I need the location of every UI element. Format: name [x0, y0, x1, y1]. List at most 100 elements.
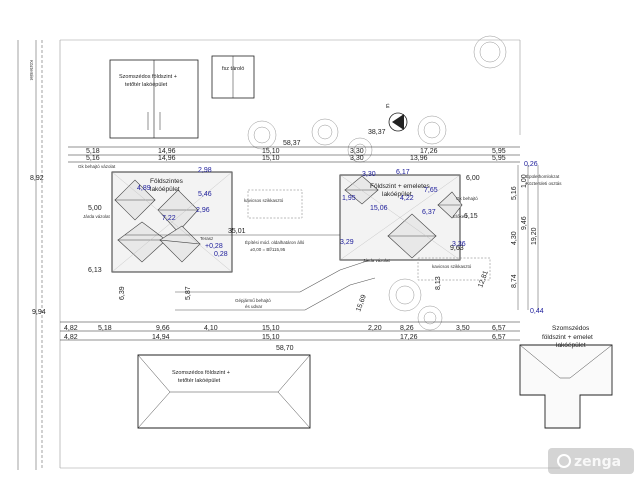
dim-value: 14,96: [158, 155, 176, 162]
bearing-dim: 38,37: [368, 129, 386, 136]
dim-value: 8,13: [435, 276, 442, 290]
terrace-area: +0,28: [205, 243, 223, 250]
dim-value: 3,30: [350, 155, 364, 162]
plot-boundary: [59, 39, 560, 469]
dim-value: 4,82: [64, 325, 78, 332]
dim-value: 9,46: [521, 216, 528, 230]
neighbor-top-left-line2: tetőtér lakóépület: [125, 82, 168, 88]
dim-value: 3,29: [340, 239, 354, 246]
gravel-left-label: kavicsos szikkasztó: [244, 198, 284, 203]
dim-value: 3,30: [362, 171, 376, 178]
inner-dims: 6,13 6,00 5,00 9,94 8,92 15,69 12,81 6,1…: [30, 161, 544, 316]
dim-value: 4,22: [400, 195, 414, 202]
bottom-total-dim: 58,70: [276, 345, 294, 352]
shed: fsz tároló: [211, 55, 255, 99]
neighbor-right-line2: földszint + emelet: [542, 334, 593, 341]
gk-left-label: Gk behajtó vázolat: [78, 164, 116, 169]
dim-value: 8,26: [400, 325, 414, 332]
dim-value: 7,65: [424, 187, 438, 194]
ground-house-line1: Földszintes: [150, 178, 184, 185]
neighbor-right-line1: Szomszédos: [552, 325, 590, 332]
dim-value: 5,16: [511, 186, 518, 200]
dim-value: 0,26: [524, 161, 538, 168]
neighbor-building-bottom-left: Szomszédos földszint + tetőtér lakóépüle…: [137, 354, 311, 429]
dim-value: 3,30: [350, 148, 364, 155]
center-dim: 35,01: [228, 228, 246, 235]
entrance-left: Járda vázolat: [83, 214, 111, 219]
ground-house-line2: lakóépület: [150, 186, 180, 193]
dim-value: 6,57: [492, 325, 506, 332]
bottom-row1-dims: 4,82 5,18 9,66 4,10 15,10 2,20 8,26 3,50…: [64, 325, 506, 332]
dim-value: 15,10: [262, 325, 280, 332]
dim-value: 4,82: [64, 334, 78, 341]
two-floor-line2: lakóépület: [382, 191, 412, 198]
dim-value: 0,44: [530, 308, 544, 315]
garden-label: Előkert: [453, 214, 468, 219]
dim-value: 6,13: [88, 267, 102, 274]
dim-value: 1,95: [342, 195, 356, 202]
dim-value: 5,87: [185, 286, 192, 300]
two-floor-line1: Földszint + emeletes: [370, 183, 431, 190]
right-vertical-dims: 5,16 9,46 19,20 4,30 1,00 8,74: [511, 165, 539, 310]
dim-value: 9,94: [32, 309, 46, 316]
dim-value: 5,46: [198, 191, 212, 198]
dim-value: 3,36: [452, 241, 466, 248]
dim-value: 5,95: [492, 155, 506, 162]
dim-value: 5,95: [492, 148, 506, 155]
dim-value: 8,92: [30, 175, 44, 182]
top-row1-dims: 5,18 14,96 15,10 3,30 17,26 5,95: [86, 148, 506, 155]
height-right-1: Épülethomlokzat: [526, 173, 560, 179]
dim-value: 2,20: [368, 325, 382, 332]
trees-mid: [388, 278, 443, 331]
neighbor-bottom-left-line1: Szomszédos földszint +: [172, 370, 230, 376]
driveway: Gépjármű behajtó és udvar: [175, 259, 376, 311]
dim-value: 4,89: [137, 185, 151, 192]
dim-value: 4,10: [204, 325, 218, 332]
dim-value: 5,18: [86, 148, 100, 155]
dim-value: 6,37: [422, 209, 436, 216]
gravel-area-right: kavicsos szikkasztó: [417, 257, 491, 281]
dim-value: 15,10: [262, 148, 280, 155]
dim-value: 12,81: [477, 270, 490, 289]
dim-value: 5,00: [88, 205, 102, 212]
garage-right-label: Gk behajtó: [456, 196, 478, 201]
dim-value: 1,00: [521, 174, 528, 188]
dim-value: 6,57: [492, 334, 506, 341]
dim-value: 17,26: [420, 148, 438, 155]
top-row2-dims: 5,16 14,96 15,10 3,30 13,96 5,95: [86, 155, 506, 162]
two-floor-house: Földszint + emeletes lakóépület: [339, 174, 463, 261]
neighbor-top-left-line1: Szomszédos földszint +: [119, 74, 177, 80]
shed-label: fsz tároló: [222, 66, 244, 72]
dim-value: 6,17: [396, 169, 410, 176]
dim-value: 9,66: [156, 325, 170, 332]
dim-value: 15,10: [262, 155, 280, 162]
dim-value: 15,10: [262, 334, 280, 341]
dim-value: 6,39: [119, 286, 126, 300]
watermark: zenga: [548, 448, 634, 474]
dim-value: 15,69: [355, 294, 368, 313]
neighbor-building-top-left: Szomszédos földszint + tetőtér lakóépüle…: [109, 59, 199, 139]
dim-value: 8,74: [511, 274, 518, 288]
bottom-row2-dims: 4,82 14,94 15,10 17,26 6,57: [64, 334, 506, 341]
dim-value: 15,06: [370, 205, 388, 212]
dim-value: 5,18: [98, 325, 112, 332]
parking-label-2: és udvar: [245, 304, 263, 309]
neighbor-right-line3: lakóépület: [556, 342, 586, 349]
dim-value: 14,96: [158, 148, 176, 155]
dim-value: 0,28: [214, 251, 228, 258]
dim-value: 6,00: [466, 175, 480, 182]
trees-top: [247, 35, 507, 163]
dim-value: 17,26: [400, 334, 418, 341]
terrace-label: Terasz: [200, 236, 214, 241]
street: [17, 40, 43, 470]
top-total-dim: 58,37: [283, 140, 301, 147]
dim-value: 2,98: [198, 167, 212, 174]
height-right-2: Közterületi osztás: [526, 181, 562, 186]
parking-label: Gépjármű behajtó: [235, 298, 271, 303]
dim-value: 9,63: [450, 245, 464, 252]
entrance-right: Járda vázolat: [363, 258, 391, 263]
dim-value: 7,22: [162, 215, 176, 222]
dim-value: 5,16: [86, 155, 100, 162]
street-label: Közterület: [29, 60, 34, 81]
